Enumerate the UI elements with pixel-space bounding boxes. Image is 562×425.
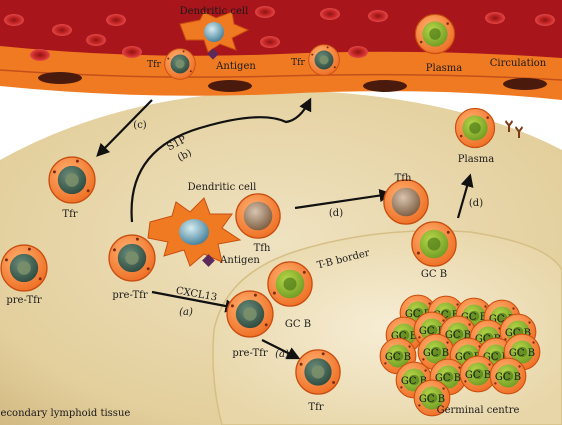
antibody-icons [505, 120, 523, 138]
step-a-bottom-label: (a) [275, 349, 289, 360]
pre-tfr-mid-label: pre-Tfr [112, 290, 147, 301]
step-c-label: (c) [133, 120, 147, 131]
tfr-vessel-mid [308, 44, 340, 76]
tfr-vessel-left [164, 48, 196, 80]
germinal-centre-cluster: GC BGC BGC BGC BGC BGC BGC BGC BGC BGC B… [379, 294, 541, 417]
gc-b-cluster-label: GC B [385, 352, 411, 363]
arrow-d-mid [294, 189, 393, 210]
gc-b-cluster-label: GC B [435, 373, 461, 384]
blood-vessel [0, 0, 562, 100]
arrow-d-right [456, 173, 474, 219]
gc-b-cluster-label: GC B [423, 348, 449, 359]
gc-b-cluster-label: GC B [419, 394, 445, 405]
tfr-bottom-label: Tfr [308, 402, 323, 413]
antigen-mid-label: Antigen [219, 255, 260, 266]
arrow-b [130, 97, 312, 223]
gc-b-mid-label: GC B [285, 319, 311, 330]
gc-b-cluster-label: GC B [391, 331, 417, 342]
red-blood-cells [4, 6, 555, 61]
arrows [96, 97, 474, 360]
gc-b-right [411, 221, 457, 267]
pre-tfr-gc [226, 290, 274, 338]
gc-b-cluster-label: GC B [419, 326, 445, 337]
gc-b-cluster-label: GC B [505, 328, 531, 339]
tfr-left [48, 156, 96, 204]
gc-b-cluster-label: GC B [455, 352, 481, 363]
circulation-label: Circulation [490, 58, 547, 69]
step-d-right-label: (d) [469, 198, 483, 209]
pre-tfr-far-left [0, 244, 48, 292]
gc-b-cluster-label: GC B [509, 348, 535, 359]
plasma-top-label: Plasma [426, 63, 463, 74]
antigen-top-marker [207, 48, 219, 60]
gc-b-right-label: GC B [421, 269, 447, 280]
dendritic-cell-top [179, 11, 250, 53]
step-d-mid-label: (d) [329, 208, 343, 219]
plasma-right-label: Plasma [458, 154, 495, 165]
tfr-top-left-label: Tfr [147, 60, 161, 70]
pre-tfr-left-label: pre-Tfr [6, 295, 41, 306]
gc-b-cluster-label: GC B [401, 376, 427, 387]
arrow-a-top [151, 290, 239, 313]
arrow-c [96, 99, 153, 157]
gc-b-cluster-label: GC B [405, 309, 431, 320]
secondary-lymphoid-tissue-label: Secondary lymphoid tissue [0, 408, 130, 419]
gc-b-cluster-label: GC B [461, 312, 487, 323]
step-a-top-label: (a) [179, 307, 193, 318]
tfr-left-label: Tfr [62, 209, 77, 220]
pre-tfr-gc-label: pre-Tfr [232, 348, 267, 359]
tfh-mid [235, 193, 281, 239]
germinal-centre-label: Germinal centre [437, 405, 520, 416]
antigen-top-label: Antigen [215, 61, 256, 72]
gc-b-cluster-label: GC B [489, 314, 515, 325]
tfr-top-mid-label: Tfr [291, 58, 305, 68]
gc-b-cluster-label: GC B [495, 372, 521, 383]
tfh-mid-label: Tfh [254, 243, 271, 254]
dendritic-cell-mid [147, 197, 242, 267]
dendritic-cell-mid-label: Dendritic cell [188, 182, 257, 193]
dendritic-cell-top-label: Dendritic cell [180, 6, 249, 17]
tfr-bottom [295, 349, 341, 395]
gc-b-cluster-label: GC B [483, 352, 509, 363]
antigen-mid-marker [202, 254, 215, 267]
plasma-cell-right [454, 107, 496, 149]
gc-b-cluster-label: GC B [445, 330, 471, 341]
tfh-right [383, 179, 429, 225]
arrow-a-bottom [261, 339, 301, 360]
tfh-right-label: Tfh [395, 173, 412, 184]
gc-b-cluster-label: GC B [465, 370, 491, 381]
gc-b-mid [267, 261, 313, 307]
pre-tfr-mid [108, 234, 156, 282]
gc-b-cluster-label: GC B [433, 310, 459, 321]
plasma-cell-vessel [414, 13, 456, 55]
